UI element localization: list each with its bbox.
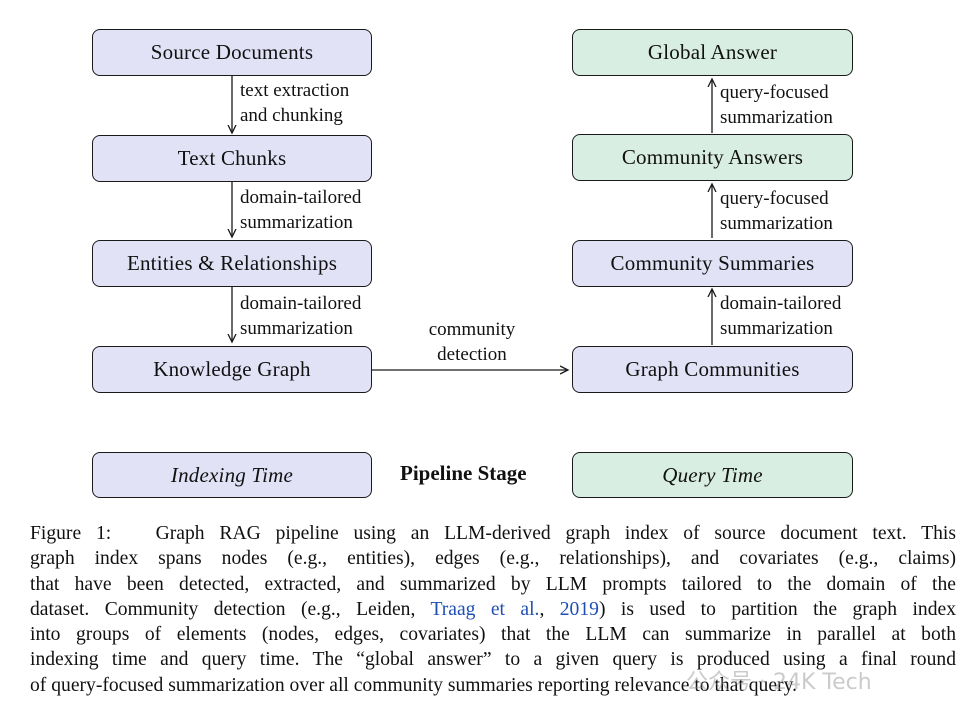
edge-label-text-extraction: text extraction and chunking — [240, 80, 350, 126]
source-documents-node: Source Documents — [92, 29, 372, 76]
caption-line: Figure 1: Graph RAG pipeline using an LL… — [30, 523, 956, 544]
community-answers-node: Community Answers — [572, 134, 853, 181]
edge-label-query-focused-1: query-focused summarization — [720, 82, 833, 128]
caption-line: graph index spans nodes (e.g., entities)… — [30, 548, 956, 570]
edge-label-query-focused-2: query-focused summarization — [720, 188, 833, 234]
caption-line: into groups of elements (nodes, edges, c… — [30, 624, 956, 646]
legend-indexing-time: Indexing Time — [92, 452, 372, 498]
edge-label-domain-tailored-2: domain-tailored summarization — [240, 293, 362, 339]
edge-label-community-detection: community detection — [428, 319, 516, 365]
edge-label-domain-tailored-1: domain-tailored summarization — [240, 187, 362, 233]
graph-communities-node: Graph Communities — [572, 346, 853, 393]
global-answer-node: Global Answer — [572, 29, 853, 76]
caption-line: indexing time and query time. The “globa… — [30, 649, 956, 671]
citation-year-link[interactable]: 2019 — [559, 598, 599, 620]
knowledge-graph-node: Knowledge Graph — [92, 346, 372, 393]
graph-communities-label: Graph Communities — [625, 357, 800, 381]
legend-pipeline-stage: Pipeline Stage — [400, 461, 527, 485]
caption-line: of query-focused summarization over all … — [30, 674, 797, 696]
figure-caption: Figure 1: Graph RAG pipeline using an LL… — [30, 521, 956, 698]
text-chunks-label: Text Chunks — [177, 146, 287, 170]
entities-relationships-label: Entities & Relationships — [126, 251, 338, 275]
watermark-text: 公众号 · 24K Tech — [686, 670, 872, 695]
source-documents-label: Source Documents — [150, 40, 314, 64]
edge-label-domain-tailored-3: domain-tailored summarization — [720, 293, 842, 339]
legend-query-time: Query Time — [572, 452, 853, 498]
entities-relationships-node: Entities & Relationships — [92, 240, 372, 287]
caption-line: dataset. Community detection (e.g., Leid… — [30, 598, 957, 620]
global-answer-label: Global Answer — [647, 40, 778, 64]
community-summaries-label: Community Summaries — [610, 251, 815, 275]
caption-line: that have been detected, extracted, and … — [30, 573, 956, 595]
community-answers-label: Community Answers — [621, 145, 804, 169]
community-summaries-node: Community Summaries — [572, 240, 853, 287]
text-chunks-node: Text Chunks — [92, 135, 372, 182]
knowledge-graph-label: Knowledge Graph — [153, 357, 311, 381]
citation-link[interactable]: Traag et al. — [430, 598, 540, 620]
